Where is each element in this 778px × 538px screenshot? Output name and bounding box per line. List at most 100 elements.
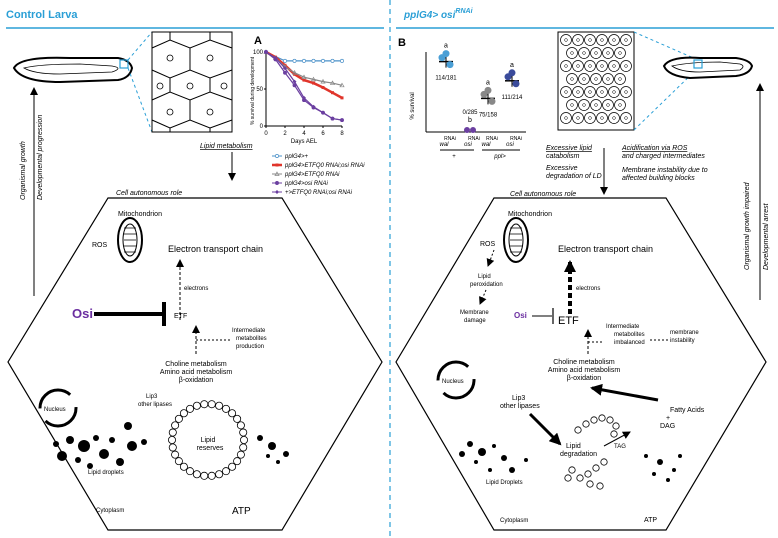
fat-body-cell	[620, 112, 632, 124]
chart-a-ylabel: % survival during development	[250, 56, 256, 125]
right-tag-label: TAG	[614, 444, 626, 450]
fat-body-cell	[614, 73, 626, 85]
zoom-line-left-a	[127, 31, 153, 61]
chart-a-legend-marker	[275, 190, 279, 194]
chart-b-count: 111/214	[502, 95, 523, 101]
right-developmental-arrest: Developmental arrest	[763, 202, 770, 270]
chart-b-category: osi	[464, 142, 472, 148]
fat-body-cell	[578, 47, 590, 59]
lipid-reserve-droplet	[185, 467, 194, 476]
lipid-degradation-droplet	[596, 482, 604, 490]
fat-body-cell	[560, 34, 572, 46]
chart-a-point	[339, 82, 345, 88]
lipid-droplet	[78, 440, 90, 452]
zoom-line-left-b	[127, 67, 153, 133]
fat-body-cell	[596, 112, 608, 124]
fat-body-nucleus	[588, 38, 592, 42]
lipid-reserve-droplet	[236, 421, 245, 430]
chart-b-significance: a	[510, 62, 514, 69]
chart-a-point	[321, 58, 325, 63]
lipid-droplet	[141, 439, 147, 445]
lipid-droplet	[478, 448, 486, 456]
chart-b-significance: a	[486, 79, 490, 86]
fat-body-nucleus	[606, 103, 610, 107]
right-lip3-2: other lipases	[500, 403, 540, 410]
chart-a-legend-marker	[274, 171, 280, 176]
lipid-degradation-droplet	[590, 416, 598, 424]
lipid-droplet	[116, 458, 124, 466]
fat-body-nucleus	[582, 103, 586, 107]
fat-body-nucleus	[594, 51, 598, 55]
lipid-droplet	[657, 459, 663, 465]
chart-a-point	[292, 58, 297, 63]
fat-body-nucleus	[612, 38, 616, 42]
right-atp-label: ATP	[644, 517, 657, 524]
lipid-degradation-droplet	[584, 470, 592, 478]
lipid-reserve-droplet	[168, 428, 177, 437]
lipid-degradation-droplet	[574, 426, 582, 434]
right-peroxidation-arrow	[479, 289, 487, 305]
chart-a-x-tick-label: 8	[340, 131, 344, 137]
fat-body-cell	[572, 60, 584, 72]
fat-body-nucleus	[588, 116, 592, 120]
chart-b-ylabel: % survival	[410, 92, 416, 119]
fat-body-cell	[596, 60, 608, 72]
lipid-degradation-droplet	[610, 430, 618, 438]
fat-body-cell	[560, 86, 572, 98]
fat-body-nucleus	[618, 103, 622, 107]
lipid-droplet	[652, 472, 656, 476]
lipid-reserve-droplet	[215, 401, 224, 410]
fat-body-cell	[560, 112, 572, 124]
right-panel-title: pplG4> osiRNAi	[403, 8, 474, 21]
right-membrane-instability-1: membrane	[670, 330, 699, 336]
chart-a-x-tick-label: 0	[264, 131, 268, 137]
fat-body-cell	[602, 47, 614, 59]
right-excessive-deg-1: Excessive	[546, 165, 578, 172]
chart-b-point	[488, 97, 496, 105]
chart-a-legend-label: pplG4>ETFQ0 RNAi	[284, 172, 340, 178]
lipid-droplet	[276, 460, 280, 464]
fat-body-cell	[584, 34, 596, 46]
left-cell-outline	[7, 197, 383, 531]
lipid-reserve-droplet	[207, 400, 216, 409]
chart-a-point	[340, 58, 344, 63]
chart-a-point	[302, 58, 306, 63]
lipid-droplet	[268, 442, 276, 450]
fat-body-cell	[566, 73, 578, 85]
fat-body-nucleus	[564, 90, 568, 94]
fat-body-nucleus	[576, 116, 580, 120]
chart-b-count: 0/285	[462, 110, 478, 116]
right-mitochondrion-icon	[503, 217, 529, 263]
lipid-reserve-droplet	[171, 421, 180, 430]
fat-body-nucleus	[606, 51, 610, 55]
zoom-line-right-a	[633, 31, 699, 61]
lipid-droplet	[53, 441, 59, 447]
fat-body-nucleus	[624, 90, 628, 94]
chart-a-point	[273, 55, 278, 60]
fat-body-nucleus	[564, 38, 568, 42]
fat-body-nucleus	[570, 77, 574, 81]
fat-body-nucleus	[588, 64, 592, 68]
fat-body-nucleus	[612, 116, 616, 120]
chart-b-point	[470, 127, 476, 133]
chart-a-x-tick-label: 4	[302, 131, 306, 137]
fat-body-cell	[620, 34, 632, 46]
fat-body-nucleus	[594, 103, 598, 107]
chart-b-group-label: ppl>	[493, 154, 506, 160]
fat-body-nucleus	[606, 77, 610, 81]
left-mitochondrion-icon	[117, 217, 143, 263]
fat-body-nucleus	[564, 64, 568, 68]
chart-a-legend-label: pplG4>+	[284, 154, 309, 160]
chart-a-point	[320, 78, 326, 84]
right-acidification-1: Acidification via ROS	[621, 145, 688, 152]
lipid-degradation-droplet	[576, 474, 584, 482]
fat-body-cell	[584, 60, 596, 72]
lipid-droplet	[459, 451, 465, 457]
fat-body-cell	[566, 99, 578, 111]
chart-b-point	[512, 80, 520, 88]
left-reserves-1: Lipid	[201, 437, 216, 444]
left-etc-label: Electron transport chain	[168, 244, 263, 254]
right-excessive-deg-2: degradation of LD	[546, 173, 602, 180]
chart-a-point	[310, 76, 317, 82]
